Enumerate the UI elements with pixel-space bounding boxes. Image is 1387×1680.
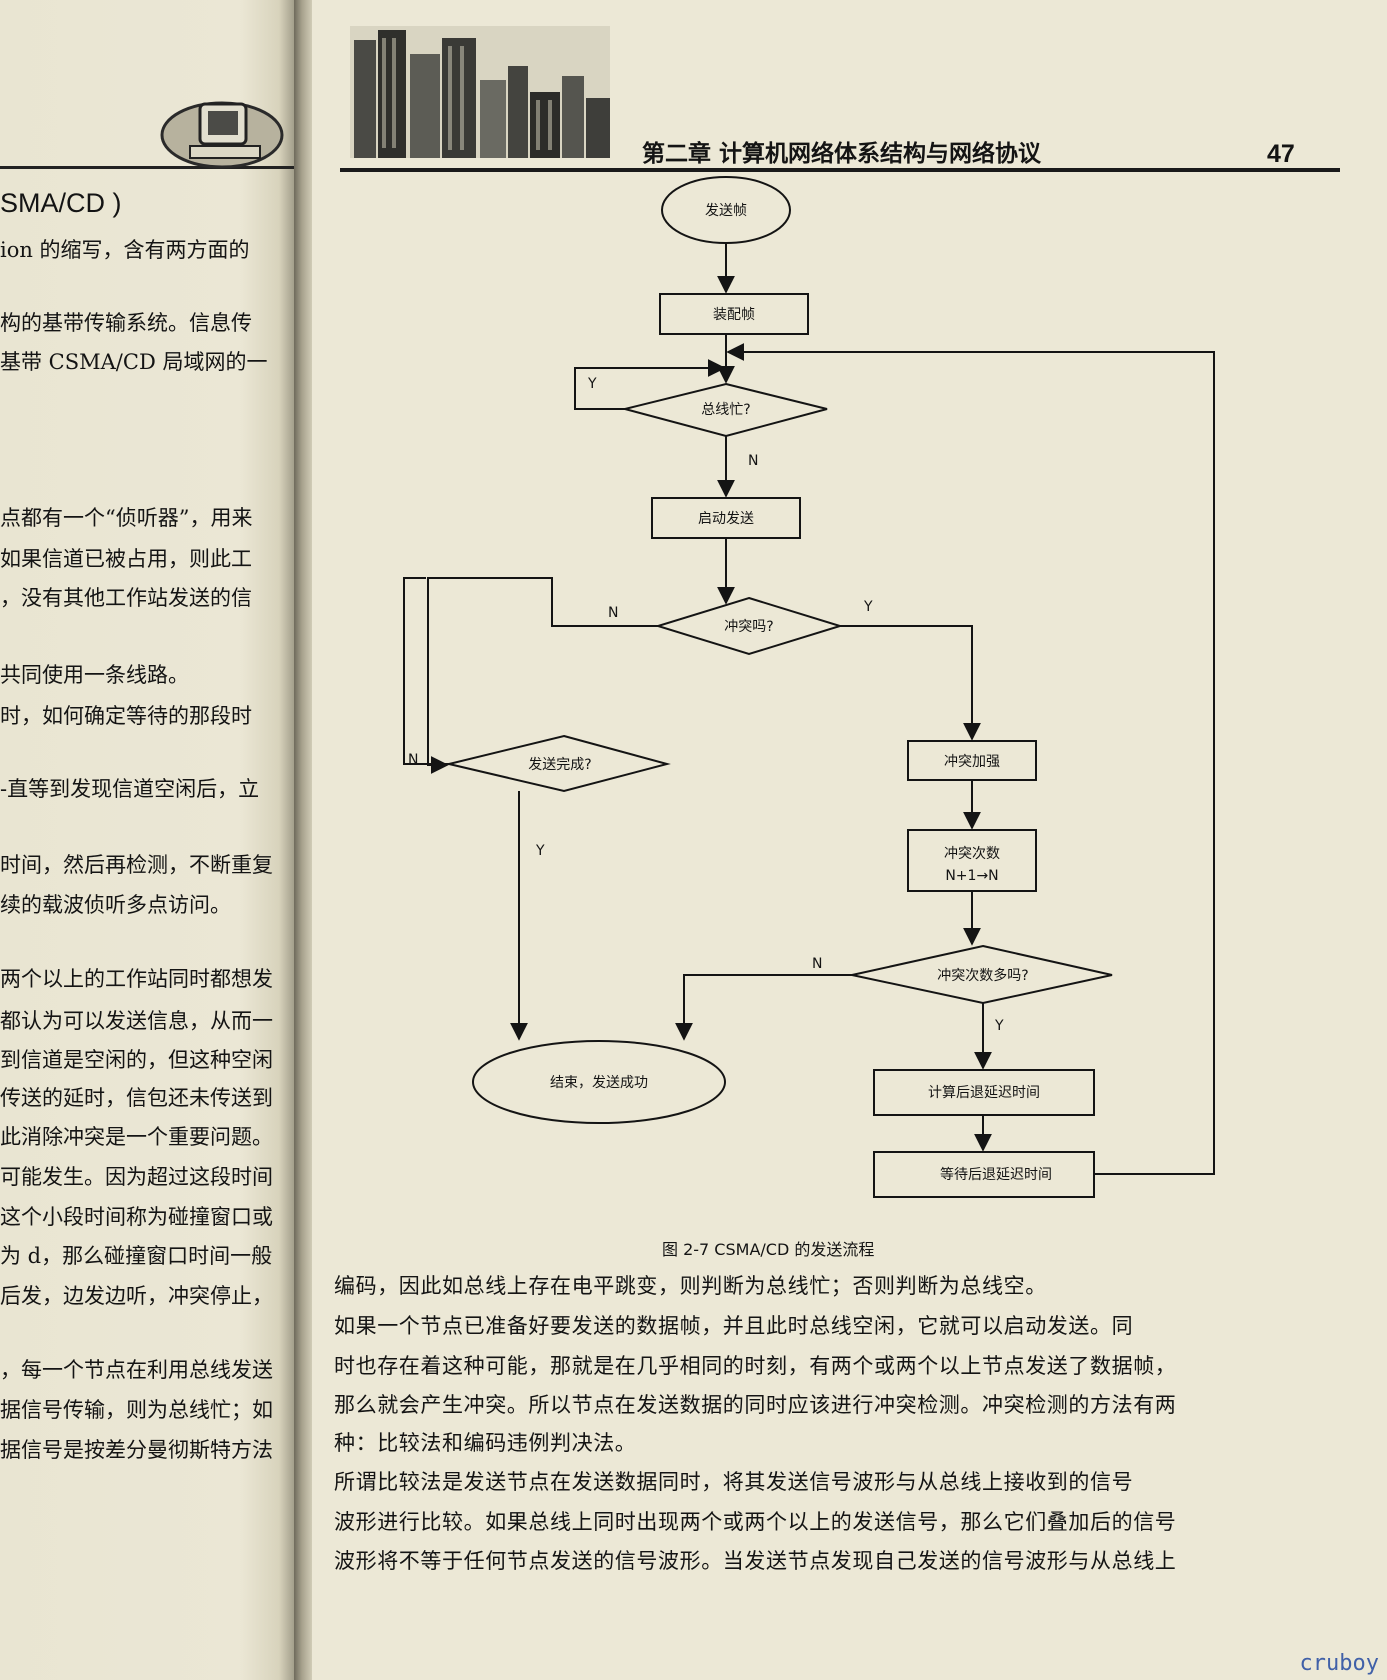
left-text-line: ，没有其他工作站发送的信 — [0, 586, 252, 610]
collision-count-box — [907, 829, 1037, 892]
header-rule — [340, 168, 1340, 172]
city-skyline-icon — [350, 26, 610, 158]
too-many-no-label: N — [812, 956, 822, 972]
left-text-line: 时间，然后再检测，不断重复 — [0, 853, 273, 877]
body-text-line: 那么就会产生冲突。所以节点在发送数据的同时应该进行冲突检测。冲突检测的方法有两 — [334, 1393, 1177, 1417]
collision-count-formula: N+1→N — [945, 868, 998, 884]
left-page: SMA/CD ) ion 的缩写，含有两方面的构的基带传输系统。信息传基带 CS… — [0, 0, 300, 1680]
left-text-line: 据信号传输，则为总线忙；如 — [0, 1398, 273, 1422]
left-text-line: -直等到发现信道空闲后，立 — [0, 777, 260, 801]
too-many-label: 冲突次数多吗? — [937, 967, 1028, 984]
left-text-line: 据信号是按差分曼彻斯特方法 — [0, 1438, 273, 1462]
left-header-rule — [0, 166, 300, 169]
send-complete-no-label: N — [408, 752, 418, 768]
bus-busy-label: 总线忙? — [701, 402, 750, 418]
jam-box — [907, 740, 1037, 781]
csma-cd-flowchart: 发送帧 装配帧 总线忙? 启动发送 冲突吗? 发送完成? 冲突加强 冲突次数 N… — [403, 176, 1215, 1198]
left-text-line: 时，如何确定等待的那段时 — [0, 704, 252, 728]
assemble-frame-label: 装配帧 — [713, 307, 755, 323]
start-node-label: 发送帧 — [705, 203, 747, 219]
busy-no-label: N — [748, 453, 758, 469]
left-text-line: 传送的延时，信包还未传送到 — [0, 1086, 273, 1110]
left-text-line: 可能发生。因为超过这段时间 — [0, 1165, 273, 1189]
book-spine — [294, 0, 314, 1680]
body-text-line: 种：比较法和编码违例判决法。 — [334, 1431, 637, 1455]
left-text-line: 此消除冲突是一个重要问题。 — [0, 1125, 273, 1149]
busy-yes-label: Y — [587, 376, 597, 392]
wait-backoff-label: 等待后退延迟时间 — [940, 1166, 1052, 1183]
page-number: 47 — [1267, 140, 1295, 168]
left-text-line: 这个小段时间称为碰撞窗口或 — [0, 1205, 273, 1229]
end-node — [472, 1040, 726, 1124]
left-text-line: 为 d，那么碰撞窗口时间一般 — [0, 1244, 273, 1268]
left-text-line: 如果信道已被占用，则此工 — [0, 547, 252, 571]
collision-count-label: 冲突次数 — [944, 846, 1000, 862]
body-text-line: 波形将不等于任何节点发送的信号波形。当发送节点发现自己发送的信号波形与从总线上 — [334, 1549, 1177, 1573]
watermark: cruboy — [1299, 1651, 1379, 1676]
figure-caption: 图 2-7 CSMA/CD 的发送流程 — [662, 1240, 875, 1259]
compute-backoff-label: 计算后退延迟时间 — [928, 1085, 1040, 1101]
collision-yes-label: Y — [863, 599, 873, 615]
edge-collision-no — [427, 577, 658, 774]
edge-collision-yes — [840, 625, 981, 741]
left-text-line: ion 的缩写，含有两方面的 — [0, 238, 250, 262]
collision-label: 冲突吗? — [724, 619, 773, 635]
left-text-line: 基带 CSMA/CD 局域网的一 — [0, 350, 268, 374]
edge-toomany-no — [675, 974, 852, 1041]
left-text-line: 到信道是空闲的，但这种空闲 — [0, 1048, 273, 1072]
jam-label: 冲突加强 — [944, 754, 1000, 770]
start-send-label: 启动发送 — [698, 511, 754, 527]
edge-sendcomplete-no — [403, 577, 449, 765]
end-node-label: 结束，发送成功 — [550, 1075, 648, 1091]
left-text-line: 共同使用一条线路。 — [0, 663, 189, 687]
edge-wait-loop-back — [726, 343, 1215, 1175]
left-text-line: ，每一个节点在利用总线发送 — [0, 1358, 273, 1382]
send-complete-label: 发送完成? — [528, 757, 591, 773]
computer-illustration-icon — [160, 101, 284, 169]
too-many-yes-label: Y — [994, 1018, 1004, 1034]
send-complete-yes-label: Y — [535, 843, 545, 859]
edge-busy-yes-loop — [574, 359, 726, 410]
chapter-title: 第二章 计算机网络体系结构与网络协议 — [642, 141, 1042, 167]
left-text-line: 后发，边发边听，冲突停止， — [0, 1284, 273, 1308]
left-text-line: 点都有一个“侦听器”，用来 — [0, 506, 253, 530]
collision-no-label: N — [608, 605, 618, 621]
body-text-line: 如果一个节点已准备好要发送的数据帧，并且此时总线空闲，它就可以启动发送。同 — [334, 1314, 1134, 1338]
left-section-heading: SMA/CD ) — [0, 188, 122, 218]
send-complete-decision — [448, 734, 671, 793]
left-text-line: 续的载波侦听多点访问。 — [0, 893, 231, 917]
body-text-line: 所谓比较法是发送节点在发送数据同时，将其发送信号波形与从总线上接收到的信号 — [334, 1470, 1134, 1494]
assemble-frame-box — [659, 293, 809, 335]
body-text-line: 编码，因此如总线上存在电平跳变，则判断为总线忙；否则判断为总线空。 — [334, 1274, 1047, 1298]
left-text-line: 两个以上的工作站同时都想发 — [0, 967, 273, 991]
right-page: 第二章 计算机网络体系结构与网络协议 47 — [312, 0, 1387, 1680]
left-text-line: 都认为可以发送信息，从而一 — [0, 1009, 273, 1033]
left-text-line: 构的基带传输系统。信息传 — [0, 311, 252, 335]
collision-decision — [654, 596, 844, 656]
body-text-line: 波形进行比较。如果总线上同时出现两个或两个以上的发送信号，那么它们叠加后的信号 — [334, 1510, 1177, 1534]
body-text-line: 时也存在着这种可能，那就是在几乎相同的时刻，有两个或两个以上节点发送了数据帧， — [334, 1354, 1177, 1378]
